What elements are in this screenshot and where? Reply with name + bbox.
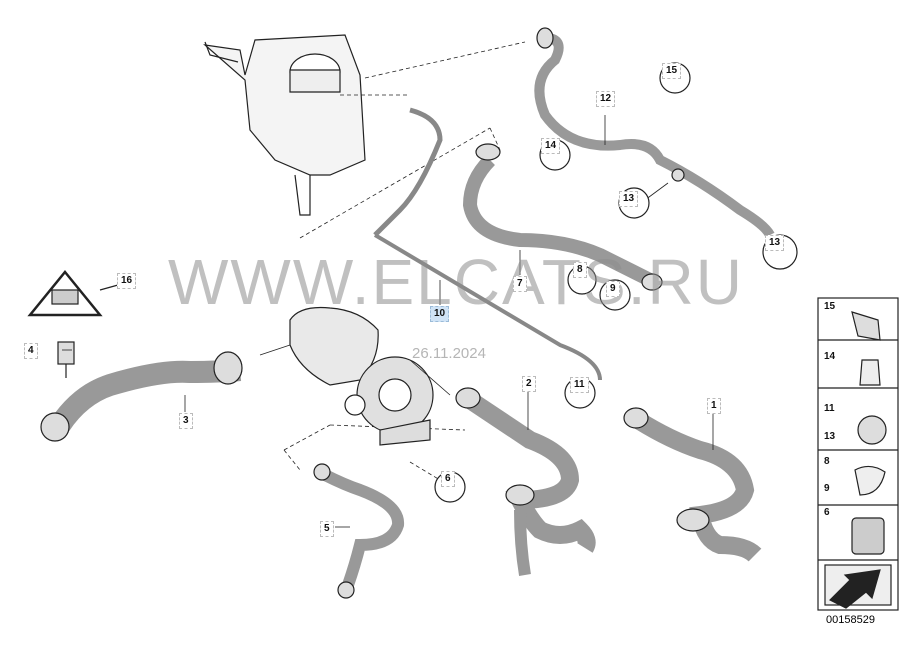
- sensor-4: [57, 341, 75, 378]
- callout-7[interactable]: 7: [513, 276, 527, 292]
- legend-label-15[interactable]: 15: [824, 301, 836, 312]
- hose-7: [462, 143, 663, 291]
- callout-3[interactable]: 3: [179, 413, 193, 429]
- expansion-tank: [203, 34, 366, 216]
- hose-5: [313, 463, 405, 599]
- callout-2[interactable]: 2: [522, 376, 536, 392]
- callout-15[interactable]: 15: [662, 63, 682, 79]
- legend-label-14[interactable]: 14: [824, 351, 836, 362]
- callout-11[interactable]: 11: [570, 377, 589, 393]
- callout-12[interactable]: 12: [596, 91, 616, 107]
- watermark: WWW.ELCATS.RU: [168, 246, 744, 318]
- callout-8[interactable]: 8: [573, 262, 587, 278]
- legend-label-13[interactable]: 13: [824, 431, 836, 442]
- callout-9[interactable]: 9: [606, 281, 620, 297]
- callout-13-b[interactable]: 13: [765, 235, 785, 251]
- callout-13-a[interactable]: 13: [619, 191, 639, 207]
- hose-12: [534, 27, 775, 238]
- callout-10[interactable]: 10: [430, 306, 450, 322]
- legend-label-11[interactable]: 11: [824, 403, 835, 414]
- callout-5[interactable]: 5: [320, 521, 334, 537]
- callout-4[interactable]: 4: [24, 343, 38, 359]
- hose-1: [623, 407, 762, 562]
- legend-panel: [817, 297, 899, 611]
- callout-14[interactable]: 14: [541, 138, 561, 154]
- hose-2: [455, 387, 596, 576]
- callout-6[interactable]: 6: [441, 471, 455, 487]
- hose-3: [40, 351, 243, 442]
- assembly-leader-lines: [283, 41, 526, 481]
- callout-16[interactable]: 16: [117, 273, 137, 289]
- reference-number: 00158529: [826, 614, 875, 626]
- callout-leader-lines: [62, 115, 714, 528]
- legend-label-6[interactable]: 6: [824, 507, 830, 518]
- date-stamp: 26.11.2024: [412, 345, 486, 362]
- legend-label-9[interactable]: 9: [824, 483, 830, 494]
- pipe-10: [373, 107, 602, 381]
- callout-1[interactable]: 1: [707, 398, 721, 414]
- legend-label-8[interactable]: 8: [824, 456, 830, 467]
- water-pump: [289, 306, 434, 446]
- warning-triangle-icon: [27, 270, 119, 317]
